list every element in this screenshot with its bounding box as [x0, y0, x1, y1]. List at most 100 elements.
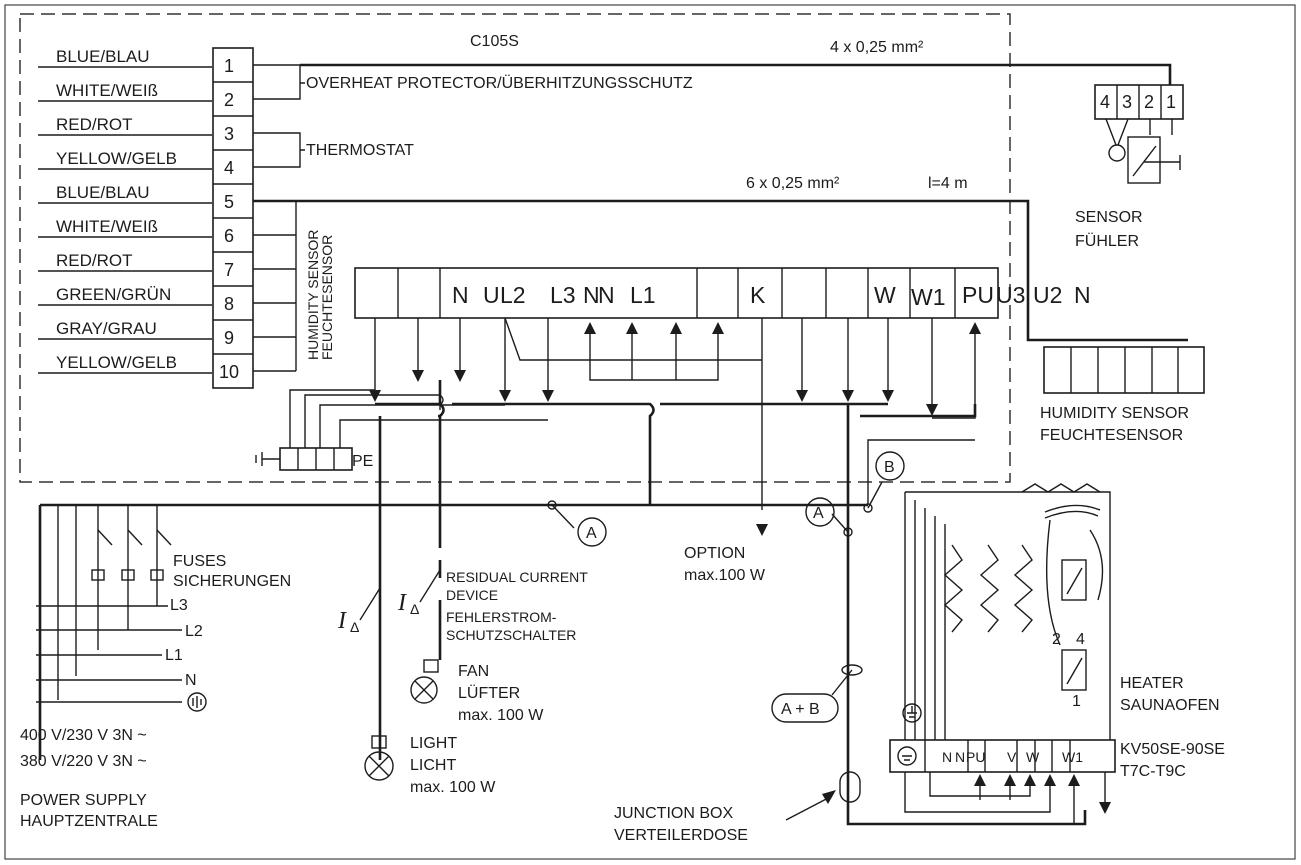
power-supply-2: HAUPTZENTRALE: [20, 813, 158, 830]
terminal-K: K: [750, 282, 766, 308]
overheat-label: OVERHEAT PROTECTOR/ÜBERHITZUNGSSCHUTZ: [306, 74, 693, 92]
rcd-label-3: FEHLERSTROM-: [446, 609, 557, 625]
terminal-num-1: 1: [224, 56, 234, 76]
wire-color-4: YELLOW/GELB: [56, 149, 177, 168]
wire-color-5: BLUE/BLAU: [56, 183, 150, 202]
terminal-block-left: 1 2 3 4 5 6 7 8 9 10: [212, 47, 254, 389]
junction-box-icon: [839, 771, 861, 803]
humidity-vertical-1: HUMIDITY SENSOR: [305, 230, 321, 360]
outer-frame: [4, 4, 1296, 860]
marker-a-top-text: A: [586, 525, 597, 542]
voltage-2: 380 V/220 V 3N ~: [20, 753, 147, 770]
heater-terminal-PU: PU: [966, 749, 985, 765]
terminal-num-6: 6: [224, 226, 234, 246]
power-supply-1: POWER SUPPLY: [20, 792, 147, 809]
rcd-label-1: RESIDUAL CURRENT: [446, 569, 588, 585]
terminal-num-10: 10: [219, 362, 239, 382]
heater-terminal-W1: W1: [1062, 749, 1083, 765]
voltage-1: 400 V/230 V 3N ~: [20, 727, 147, 744]
heater-terminal-W: W: [1026, 749, 1040, 765]
rcd-label-2: DEVICE: [446, 587, 498, 603]
controller-model: C105S: [470, 33, 519, 50]
fuse-icon-1: [91, 569, 105, 581]
heater-arrows: [974, 774, 1111, 814]
terminal-L1: L1: [630, 282, 656, 308]
fan-label-3: max. 100 W: [458, 707, 544, 724]
overheat-switch-icon: [1127, 136, 1161, 184]
light-label-2: LICHT: [410, 757, 456, 774]
heater-terminal-block: [889, 739, 1116, 773]
heater-label-1: HEATER: [1120, 675, 1184, 692]
terminal-N-left: N: [452, 282, 469, 308]
marker-a-top: [577, 517, 607, 547]
terminal-num-8: 8: [224, 294, 234, 314]
relay-2: 2: [1052, 631, 1061, 648]
sensor-terminal-2: 2: [1144, 92, 1154, 112]
terminal-U3: U3: [996, 282, 1025, 308]
junction-label-1: JUNCTION BOX: [614, 805, 733, 822]
terminal-num-2: 2: [224, 90, 234, 110]
terminal-N-mid-1: N: [583, 282, 600, 308]
light-bulb-icon: [364, 751, 394, 781]
rcd-symbol-fan: I: [397, 590, 407, 616]
humidity-label-2: FEUCHTESENSOR: [1040, 427, 1183, 444]
terminal-num-5: 5: [224, 192, 234, 212]
sensor-terminal-3: 3: [1122, 92, 1132, 112]
terminal-N-right: N: [1074, 282, 1091, 308]
terminal-L3: L3: [550, 282, 576, 308]
sensor-block: 4 3 2 1: [1094, 84, 1184, 184]
rcd-symbol-light: I: [337, 608, 347, 634]
heater-model-1: KV50SE-90SE: [1120, 741, 1225, 758]
light-label-1: LIGHT: [410, 735, 457, 752]
fan-icon: [410, 676, 438, 704]
option-label-1: OPTION: [684, 545, 745, 562]
marker-a-right-text: A: [813, 505, 824, 522]
marker-ab-text: A + B: [781, 701, 820, 718]
junction-label-2: VERTEILERDOSE: [614, 827, 748, 844]
heater-unit: 2 4 1 N N PU V W W1: [889, 483, 1116, 773]
fan-label-2: LÜFTER: [458, 684, 520, 702]
wire-color-10: YELLOW/GELB: [56, 353, 177, 372]
relay-4: 4: [1076, 631, 1085, 648]
humidity-vertical-2: FEUCHTESENSOR: [319, 235, 335, 360]
light-label-3: max. 100 W: [410, 779, 496, 796]
thermistor-icon: [1108, 144, 1126, 162]
fuses-label-2: SICHERUNGEN: [173, 573, 291, 590]
pe-block: PE: [255, 447, 373, 471]
terminal-arrows: [369, 322, 981, 416]
heater-terminal-N2: N: [955, 749, 965, 765]
heater-terminal-N1: N: [942, 749, 952, 765]
wire-color-3: RED/ROT: [56, 115, 133, 134]
marker-b-text: B: [884, 459, 895, 476]
terminal-num-3: 3: [224, 124, 234, 144]
wire-color-8: GREEN/GRÜN: [56, 285, 171, 304]
sensor-label-2: FÜHLER: [1075, 232, 1139, 250]
heater-model-2: T7C-T9C: [1120, 763, 1186, 780]
wire-color-6: WHITE/WEIß: [56, 217, 158, 236]
marker-b: [875, 451, 905, 481]
terminal-L2: L2: [500, 282, 526, 308]
fuse-icon-3: [150, 569, 164, 581]
humidity-sensor-block: [1043, 346, 1205, 394]
phase-L3: L3: [170, 597, 188, 614]
sensor-label-1: SENSOR: [1075, 209, 1143, 226]
rcd-label-4: SCHUTZSCHALTER: [446, 627, 576, 643]
main-terminal-block: N U L2 L3 N N L1 K W W1 PU U3 U2 N: [354, 267, 1091, 319]
terminal-num-4: 4: [224, 158, 234, 178]
heater-earth-icon: [902, 703, 922, 723]
sensor-terminal-4: 4: [1100, 92, 1110, 112]
internal-wiring: [289, 317, 976, 510]
wire-color-2: WHITE/WEIß: [56, 81, 158, 100]
phase-N: N: [185, 672, 197, 689]
phase-L1: L1: [165, 647, 183, 664]
relay-icon: [1061, 649, 1087, 691]
terminal-num-7: 7: [224, 260, 234, 280]
rcd-sub-fan: Δ: [410, 601, 419, 617]
wire-color-1: BLUE/BLAU: [56, 47, 150, 66]
earth-icon: [187, 692, 207, 712]
terminal-PU: PU: [962, 282, 994, 308]
phase-L2: L2: [185, 623, 203, 640]
sensor-cable-spec: 4 x 0,25 mm²: [830, 39, 924, 56]
